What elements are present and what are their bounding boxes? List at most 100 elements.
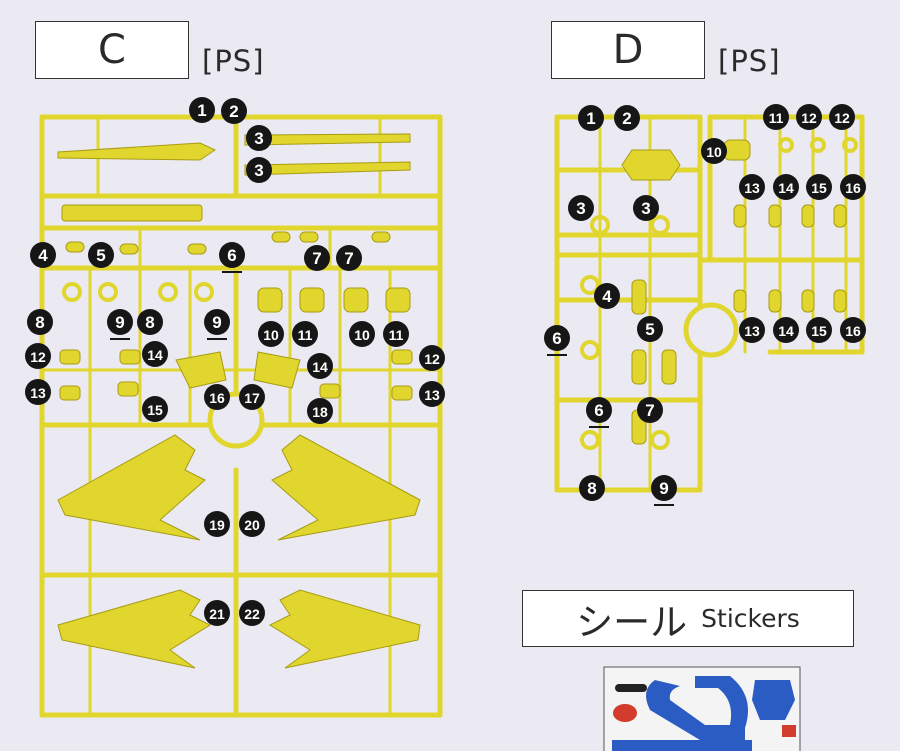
part-number-badge: 2	[614, 105, 640, 131]
runner-part	[119, 349, 141, 365]
svg-text:11: 11	[389, 327, 404, 343]
part-number-badge: 9	[651, 475, 677, 506]
part-number-badge: 8	[137, 309, 163, 335]
part-number-badge: 19	[204, 511, 230, 537]
runner-part	[723, 139, 751, 161]
part-number-badge: 21	[204, 600, 230, 626]
runner-part	[271, 231, 291, 243]
part-number-badge: 14	[773, 317, 799, 343]
part-number-badge: 14	[773, 174, 799, 200]
part-number-badge: 3	[568, 195, 594, 221]
runner-part	[661, 349, 677, 385]
part-number-badge: 16	[840, 317, 866, 343]
svg-text:13: 13	[424, 387, 440, 403]
part-number-badge: 12	[419, 345, 445, 371]
svg-text:10: 10	[706, 144, 722, 160]
runner-ring-part	[650, 430, 670, 450]
svg-text:12: 12	[30, 349, 46, 365]
svg-text:3: 3	[254, 129, 263, 148]
runner-ring-part	[590, 215, 610, 235]
part-number-badge: 14	[142, 341, 168, 367]
svg-text:20: 20	[244, 517, 260, 533]
svg-text:10: 10	[354, 327, 370, 343]
sticker-blue-shape	[612, 740, 752, 751]
runner-part	[801, 204, 815, 228]
part-number-badge: 3	[246, 157, 272, 183]
part-number-badge: 4	[30, 242, 56, 268]
stickers-label-en: Stickers	[701, 604, 800, 633]
sticker-blue-shape	[695, 676, 748, 740]
runner-c-material: [PS]	[202, 44, 265, 78]
svg-text:6: 6	[227, 246, 236, 265]
svg-text:3: 3	[254, 161, 263, 180]
svg-text:8: 8	[35, 313, 44, 332]
sticker-red-shape	[613, 704, 637, 722]
runner-part	[371, 231, 391, 243]
svg-text:16: 16	[209, 390, 225, 406]
part-number-badge: 13	[739, 317, 765, 343]
runner-ring-part	[842, 137, 858, 153]
svg-text:3: 3	[576, 199, 585, 218]
svg-text:7: 7	[312, 249, 321, 268]
runner-ring-part	[580, 275, 600, 295]
part-number-badge: 6	[586, 397, 612, 428]
runner-part	[257, 287, 283, 313]
part-number-badge: 9	[204, 309, 230, 340]
svg-text:11: 11	[769, 110, 784, 126]
svg-text:16: 16	[845, 323, 861, 339]
runner-part	[733, 204, 747, 228]
part-number-badge: 8	[579, 475, 605, 501]
part-number-badge: 15	[806, 174, 832, 200]
hand-part	[253, 351, 301, 389]
long-rod-part	[244, 133, 411, 146]
svg-text:13: 13	[30, 385, 46, 401]
svg-text:14: 14	[147, 347, 163, 363]
part-number-badge: 11	[763, 104, 789, 130]
part-number-badge: 14	[307, 353, 333, 379]
runner-part	[299, 287, 325, 313]
runner-part	[733, 289, 747, 313]
runner-part	[385, 287, 411, 313]
svg-text:5: 5	[96, 246, 105, 265]
svg-text:4: 4	[602, 287, 612, 306]
svg-text:15: 15	[147, 402, 163, 418]
runner-c-label-box: C	[35, 21, 189, 79]
svg-text:1: 1	[586, 109, 595, 128]
part-number-badge: 1	[578, 105, 604, 131]
runner-part	[343, 287, 369, 313]
part-number-badge: 20	[239, 511, 265, 537]
svg-text:18: 18	[312, 404, 328, 420]
svg-text:12: 12	[834, 110, 850, 126]
svg-text:9: 9	[115, 313, 124, 332]
runner-ring-part	[810, 137, 826, 153]
runner-d-material: [PS]	[718, 44, 781, 78]
part-number-badge: 11	[383, 321, 409, 347]
sticker-sheet	[603, 666, 801, 751]
core-part	[621, 149, 681, 181]
svg-text:3: 3	[641, 199, 650, 218]
runner-ring-part	[778, 137, 794, 153]
long-blade-part	[57, 142, 217, 161]
runner-part	[119, 243, 139, 255]
svg-text:1: 1	[197, 101, 206, 120]
svg-text:14: 14	[778, 323, 794, 339]
long-rod-part	[244, 161, 411, 176]
svg-text:16: 16	[845, 180, 861, 196]
runner-part	[319, 383, 341, 399]
runner-part	[59, 385, 81, 401]
part-number-badge: 22	[239, 600, 265, 626]
part-number-badge: 9	[107, 309, 133, 340]
part-number-badge: 16	[840, 174, 866, 200]
runner-part	[631, 349, 647, 385]
part-number-badge: 3	[633, 195, 659, 221]
runner-part	[61, 204, 203, 222]
part-number-badge: 7	[336, 245, 362, 271]
svg-text:22: 22	[244, 606, 260, 622]
part-number-badge: 2	[221, 98, 247, 124]
part-number-badge: 13	[419, 381, 445, 407]
sticker-red-shape	[782, 725, 796, 737]
runner-ring-part	[194, 282, 214, 302]
runner-part	[833, 204, 847, 228]
part-number-badge: 8	[27, 309, 53, 335]
